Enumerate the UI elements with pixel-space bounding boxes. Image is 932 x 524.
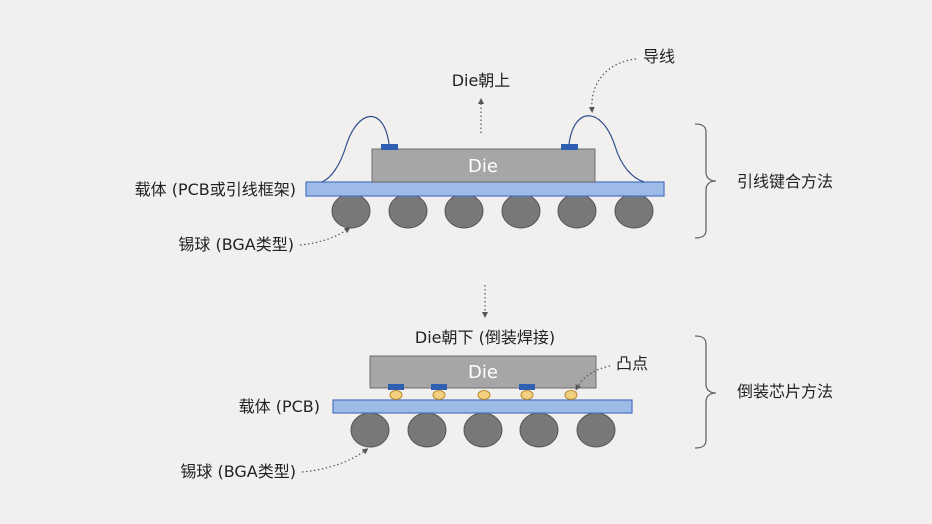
bottom-balls-pointer-arrow	[301, 448, 369, 473]
solder-ball	[388, 193, 428, 229]
solder-ball	[331, 193, 371, 229]
solder-ball	[350, 412, 390, 448]
solder-ball	[519, 412, 559, 448]
flip-pad	[519, 384, 535, 390]
top-bond-pad-right	[561, 144, 578, 150]
solder-ball	[614, 193, 654, 229]
wire-pointer-arrow	[588, 58, 637, 113]
flip-pad	[431, 384, 447, 390]
bottom-carrier-label: 载体 (PCB)	[239, 397, 320, 416]
solder-ball	[501, 193, 541, 229]
flip-chip-section: Die朝下 (倒装焊接) Die 凸点 载体 (PCB) 锡球 (BGA类型)	[180, 328, 833, 481]
solder-ball	[557, 193, 597, 229]
die-down-label: Die朝下 (倒装焊接)	[415, 328, 555, 347]
top-die	[371, 148, 596, 183]
wire-bond-bracket	[694, 123, 717, 239]
top-die-label: Die	[468, 156, 498, 177]
bump	[477, 390, 491, 400]
solder-ball	[407, 412, 447, 448]
bottom-die	[369, 355, 597, 389]
bottom-solder-balls	[350, 412, 616, 448]
flip-chip-bracket	[694, 335, 717, 449]
flip-pad	[388, 384, 404, 390]
top-carrier-substrate	[305, 181, 665, 197]
wire-bond-method-label: 引线键合方法	[737, 172, 833, 191]
bond-wire-right	[568, 115, 645, 183]
bump	[389, 390, 403, 400]
solder-ball	[463, 412, 503, 448]
solder-ball	[576, 412, 616, 448]
wire-label: 导线	[643, 47, 675, 66]
top-balls-label: 锡球 (BGA类型)	[178, 235, 294, 254]
bottom-die-label: Die	[468, 362, 498, 383]
top-solder-balls	[331, 193, 654, 229]
bump-label: 凸点	[616, 354, 648, 373]
bottom-balls-label: 锡球 (BGA类型)	[180, 462, 296, 481]
solder-ball	[444, 193, 484, 229]
bond-wire-left	[321, 116, 390, 183]
bottom-carrier-substrate	[332, 399, 633, 414]
die-up-label: Die朝上	[452, 71, 511, 90]
bump	[432, 390, 446, 400]
top-balls-pointer-arrow	[299, 227, 351, 246]
flip-chip-method-label: 倒装芯片方法	[737, 382, 833, 401]
bump	[520, 390, 534, 400]
top-bond-pad-left	[381, 144, 398, 150]
wire-bond-section: Die Die朝上 导线 载体 (PCB或引线框架) 锡球 (BGA类型) 引线…	[135, 47, 833, 254]
top-carrier-label: 载体 (PCB或引线框架)	[135, 180, 296, 199]
bump	[564, 390, 578, 400]
